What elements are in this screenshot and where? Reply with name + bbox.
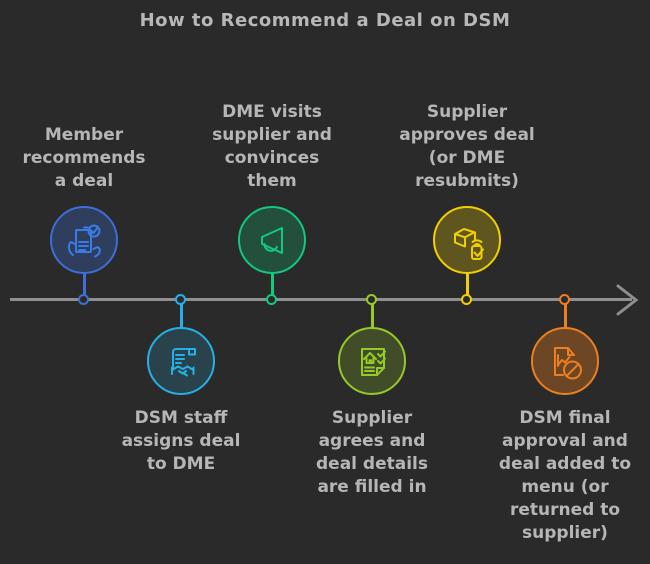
step-label: DSM staff assigns deal to DME bbox=[121, 408, 241, 474]
step-circle bbox=[238, 206, 306, 274]
step-circle bbox=[531, 327, 599, 395]
connector-stem bbox=[83, 272, 86, 300]
timeline-line bbox=[10, 298, 632, 301]
connector-stem bbox=[271, 272, 274, 300]
right-arrow-icon bbox=[616, 284, 639, 316]
step-circle bbox=[433, 206, 501, 274]
connector-stem bbox=[564, 300, 567, 329]
megaphone-icon bbox=[261, 227, 283, 254]
step-circle bbox=[50, 206, 118, 274]
step-label: DSM final approval and deal added to men… bbox=[498, 408, 632, 543]
timeline-dot bbox=[559, 294, 570, 305]
step-circle bbox=[338, 327, 406, 395]
timeline-dot bbox=[78, 294, 89, 305]
timeline-dot bbox=[175, 294, 186, 305]
timeline-dot bbox=[461, 294, 472, 305]
package-approval-phone-icon bbox=[454, 228, 484, 260]
step-circle bbox=[147, 327, 215, 395]
step-label: DME visits supplier and convinces them bbox=[212, 102, 332, 191]
timeline-dot bbox=[366, 294, 377, 305]
timeline-dot bbox=[266, 294, 277, 305]
diagram-title: How to Recommend a Deal on DSM bbox=[139, 10, 511, 31]
connector-stem bbox=[371, 300, 374, 329]
document-rejected-icon bbox=[554, 347, 582, 380]
step-label: Supplier agrees and deal details are fil… bbox=[316, 408, 428, 497]
connector-stem bbox=[180, 300, 183, 329]
step-label: Member recommends a deal bbox=[22, 125, 146, 191]
deal-details-checklist-icon bbox=[361, 348, 386, 376]
contract-handshake-icon bbox=[171, 348, 196, 377]
hands-holding-deal-document-icon bbox=[67, 224, 101, 258]
connector-stem bbox=[466, 272, 469, 300]
step-label: Supplier approves deal (or DME resubmits… bbox=[399, 102, 535, 191]
